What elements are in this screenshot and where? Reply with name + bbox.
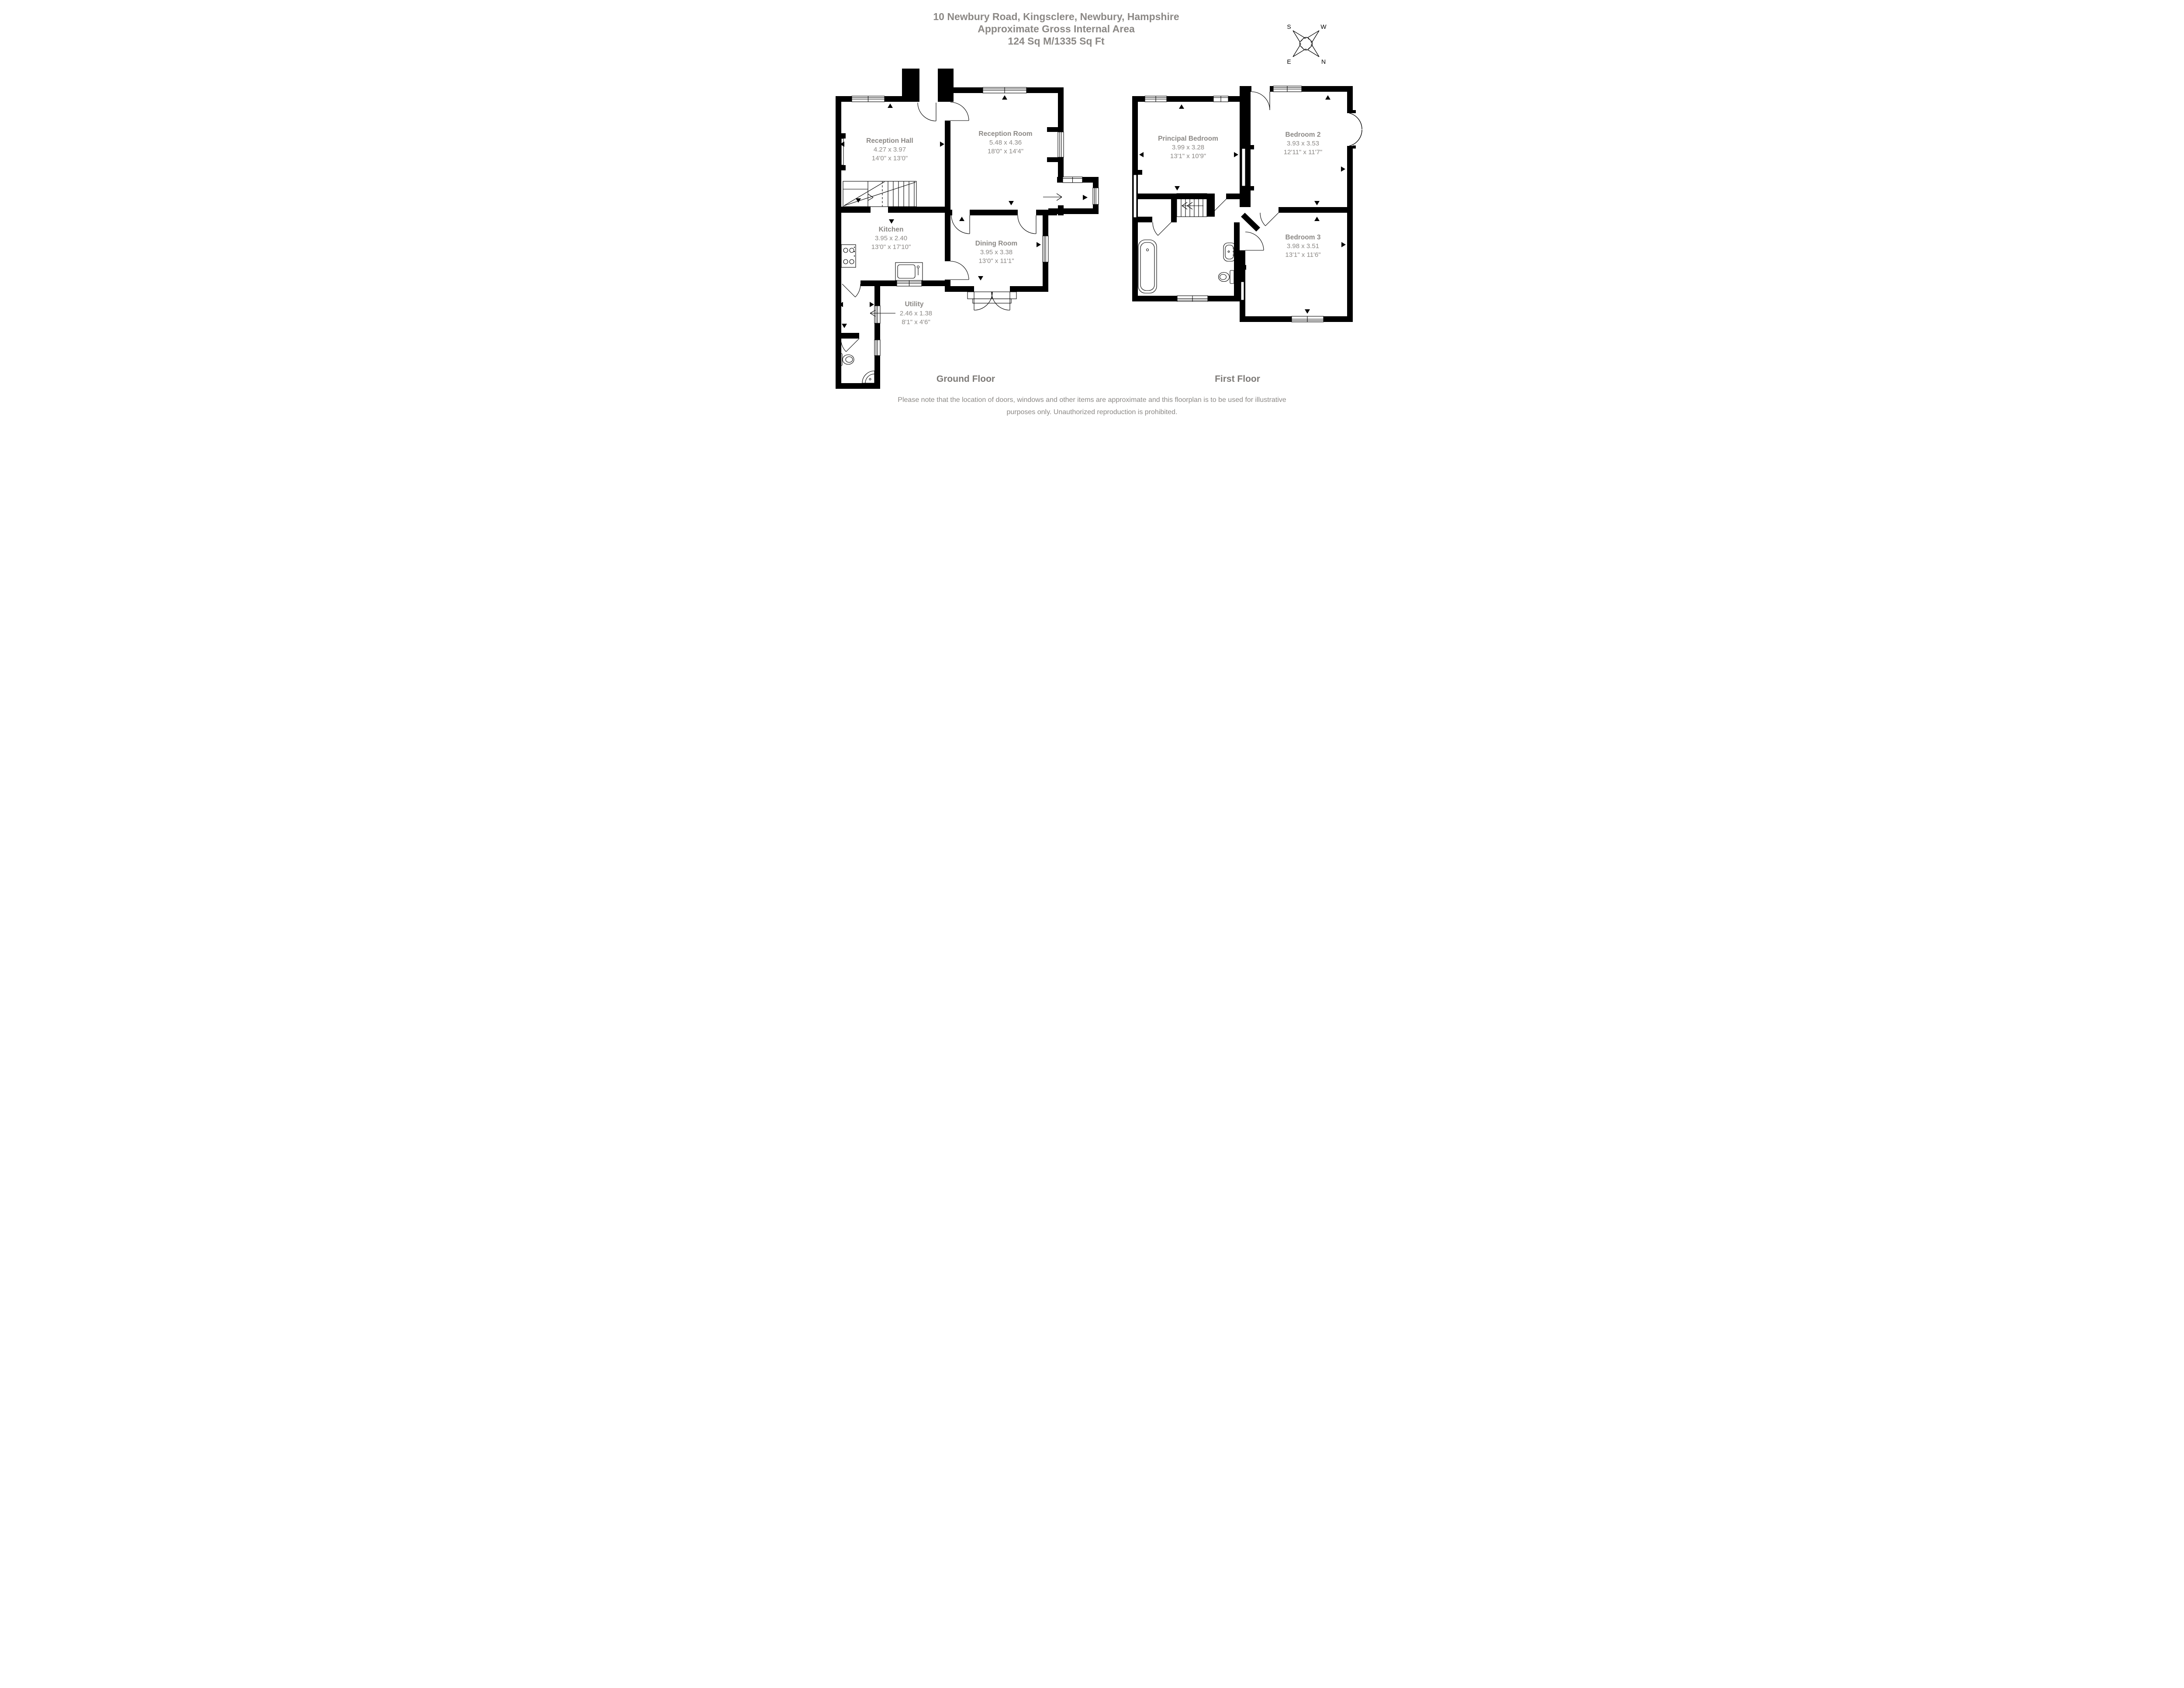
title-block: 10 Newbury Road, Kingsclere, Newbury, Ha… (933, 11, 1179, 47)
room-kitchen: Kitchen 3.95 x 2.40 13'0" x 17'10" (871, 226, 911, 251)
window-icon (1241, 148, 1246, 187)
room-metric: 4.27 x 3.97 (874, 146, 906, 153)
corner-basin-icon (862, 370, 875, 384)
room-imperial: 14'0" x 13'0" (872, 155, 908, 162)
room-bedroom-2: Bedroom 2 3.93 x 3.53 12'11" x 11'7" (1284, 131, 1322, 156)
ground-floor-walls (836, 69, 1099, 389)
room-name: Bedroom 2 (1286, 131, 1321, 138)
room-metric: 3.98 x 3.51 (1287, 242, 1319, 250)
stairs-ground (843, 181, 917, 207)
door-arc (1152, 222, 1171, 236)
window-icon (841, 138, 844, 166)
door-arc (950, 261, 969, 280)
room-imperial: 8'1" x 4'6" (902, 318, 930, 326)
window-icon (1057, 131, 1064, 158)
room-imperial: 13'0" x 17'10" (871, 243, 911, 251)
disclaimer-line2: purposes only. Unauthorized reproduction… (1006, 408, 1177, 416)
ground-floor-plan: Reception Hall 4.27 x 3.97 14'0" x 13'0"… (836, 69, 1099, 389)
room-name: Kitchen (879, 226, 904, 233)
floorplan-page: 10 Newbury Road, Kingsclere, Newbury, Ha… (819, 0, 1365, 422)
ground-floor-label: Ground Floor (936, 374, 995, 384)
window-icon (1062, 176, 1083, 183)
title-area-label: Approximate Gross Internal Area (978, 23, 1135, 35)
compass-north-label: N (1321, 58, 1326, 65)
first-floor-windows (1133, 86, 1362, 322)
room-name: Utility (905, 301, 923, 308)
window-icon (1213, 96, 1229, 102)
door-arc (842, 284, 861, 297)
room-metric: 5.48 x 4.36 (989, 139, 1022, 146)
window-icon (874, 339, 881, 356)
toilet-icon (1218, 270, 1234, 284)
bath-icon (1138, 239, 1157, 294)
entry-arrow (1043, 193, 1062, 201)
title-area-value: 124 Sq M/1335 Sq Ft (1008, 35, 1104, 47)
room-name: Bedroom 3 (1286, 234, 1321, 241)
room-metric: 3.93 x 3.53 (1287, 140, 1319, 147)
room-name: Principal Bedroom (1158, 135, 1218, 142)
room-imperial: 12'11" x 11'7" (1284, 149, 1322, 156)
window-icon (1133, 174, 1137, 218)
compass-south-label: S (1287, 23, 1291, 30)
utility-arrow (870, 310, 895, 317)
first-floor-label: First Floor (1215, 374, 1260, 384)
stairs-first (1176, 193, 1207, 217)
door-arc (1251, 91, 1270, 111)
window-icon (1092, 187, 1099, 205)
toilet-icon (838, 353, 854, 366)
door-arc (840, 338, 860, 352)
door-arc (1245, 232, 1264, 251)
basin-icon (1223, 242, 1236, 262)
window-icon (851, 96, 885, 102)
door-arc (950, 102, 969, 121)
room-bedroom-3: Bedroom 3 3.98 x 3.51 13'1" x 11'6" (1285, 234, 1320, 259)
measure-arrows-ground (839, 95, 1088, 328)
door-arc (1260, 212, 1279, 226)
window-icon (982, 87, 1027, 93)
room-imperial: 18'0" x 14'4" (988, 148, 1023, 155)
room-metric: 2.46 x 1.38 (900, 310, 932, 317)
hob-icon (841, 244, 856, 268)
window-icon (1291, 316, 1324, 322)
ground-floor-windows (841, 87, 1099, 356)
room-metric: 3.99 x 3.28 (1172, 144, 1204, 151)
step (967, 291, 1017, 304)
room-metric: 3.95 x 3.38 (980, 249, 1013, 256)
room-metric: 3.95 x 2.40 (875, 235, 907, 242)
compass-icon: S W E N (1287, 23, 1327, 65)
room-utility: Utility 2.46 x 1.38 8'1" x 4'6" (900, 301, 932, 326)
first-floor-plan: Principal Bedroom 3.99 x 3.28 13'1" x 10… (1132, 86, 1362, 322)
room-reception-room: Reception Room 5.48 x 4.36 18'0" x 14'4" (978, 130, 1032, 155)
room-reception-hall: Reception Hall 4.27 x 3.97 14'0" x 13'0" (866, 137, 913, 162)
room-principal-bedroom: Principal Bedroom 3.99 x 3.28 13'1" x 10… (1158, 135, 1218, 160)
window-icon (1042, 235, 1049, 263)
room-imperial: 13'1" x 10'9" (1170, 152, 1206, 160)
room-imperial: 13'0" x 11'1" (978, 257, 1014, 265)
ground-floor-doors (840, 102, 1037, 352)
door-arc (951, 215, 970, 234)
window-icon (1177, 295, 1208, 302)
door-arc (1017, 215, 1037, 234)
window-icon (896, 280, 922, 287)
measure-arrows-first (1139, 95, 1346, 314)
door-arc (1207, 199, 1227, 213)
window-icon (1241, 281, 1244, 301)
window-icon (1273, 86, 1302, 92)
first-floor-doors (1152, 91, 1279, 251)
room-name: Dining Room (975, 240, 1017, 247)
bay-window-icon (1349, 113, 1362, 146)
floorplan-svg: 10 Newbury Road, Kingsclere, Newbury, Ha… (836, 11, 1362, 416)
sink-icon (895, 262, 923, 281)
window-icon (874, 305, 881, 324)
title-address: 10 Newbury Road, Kingsclere, Newbury, Ha… (933, 11, 1179, 22)
room-name: Reception Room (978, 130, 1032, 138)
compass-west-label: W (1320, 23, 1327, 30)
room-dining-room: Dining Room 3.95 x 3.38 13'0" x 11'1" (975, 240, 1017, 265)
room-imperial: 13'1" x 11'6" (1285, 251, 1320, 259)
door-arc (917, 102, 936, 121)
room-name: Reception Hall (866, 137, 913, 145)
compass-east-label: E (1287, 58, 1291, 65)
disclaimer-line1: Please note that the location of doors, … (898, 396, 1286, 404)
window-icon (1144, 96, 1167, 102)
